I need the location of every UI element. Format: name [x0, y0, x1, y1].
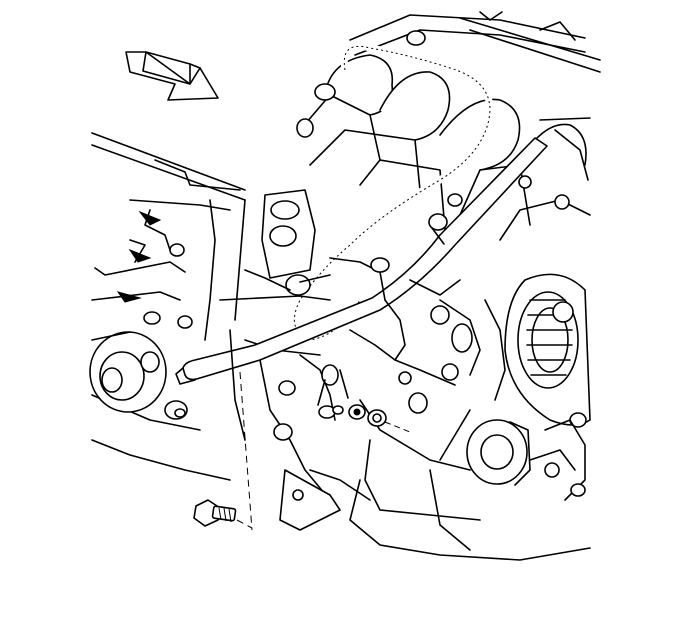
engine-block	[229, 257, 481, 531]
crank-pulley	[89, 331, 167, 413]
egr-valve	[219, 189, 331, 356]
alternator	[484, 273, 591, 428]
alignment-line	[236, 371, 253, 531]
mounting-bolt	[193, 499, 237, 527]
valve-cover	[459, 11, 601, 73]
oil-pan	[349, 409, 591, 561]
idler-pulley	[466, 419, 586, 501]
washer-stack	[317, 364, 411, 433]
intake-manifold	[296, 14, 591, 241]
transmission-housing	[91, 132, 246, 481]
bolt-icon	[140, 243, 193, 420]
oil-level-indicator-tube	[175, 137, 548, 385]
direction-arrow-icon	[125, 51, 219, 101]
